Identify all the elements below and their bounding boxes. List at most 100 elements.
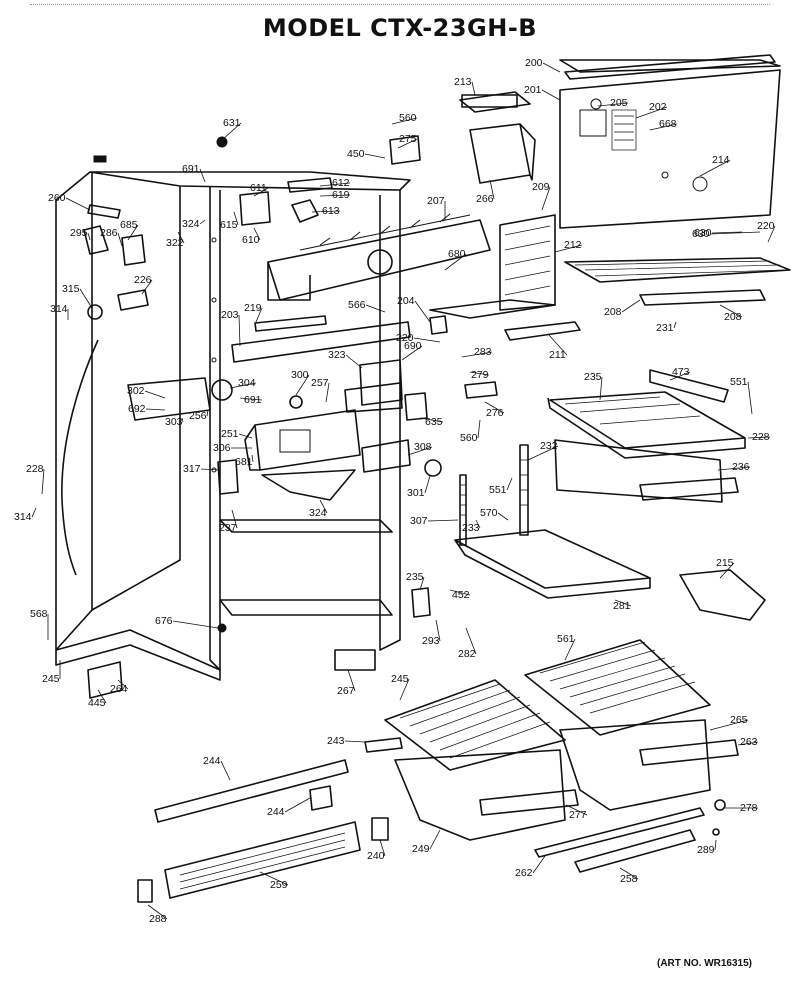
crisper-drawer-right [524, 639, 739, 811]
leader-line [475, 519, 481, 529]
leader-line [65, 197, 91, 211]
part-number-label: 244 [267, 806, 285, 818]
leader-line [484, 401, 505, 414]
part-number-label: 302 [127, 385, 145, 397]
water-line-clip [87, 204, 121, 219]
part-number-label: 275 [399, 133, 417, 145]
leader-line [541, 89, 561, 101]
part-number-label: 473 [672, 366, 690, 378]
leader-line [489, 179, 495, 200]
leader-line [229, 382, 257, 389]
part-number-label: 317 [183, 463, 201, 475]
leader-line [719, 562, 735, 579]
leader-line [429, 829, 441, 850]
leader-line [255, 307, 263, 323]
part-number-label: 615 [220, 219, 238, 231]
meat-keeper-drawer [554, 439, 739, 503]
part-number-label: 263 [740, 736, 758, 748]
leader-line [737, 741, 759, 746]
part-number-label: 630 [692, 228, 710, 240]
leader-line [319, 182, 351, 187]
part-number-label: 277 [569, 809, 587, 821]
part-number-label: 611 [250, 182, 267, 194]
part-number-label: 201 [524, 84, 542, 96]
leader-line [477, 419, 481, 439]
fan-blade [291, 199, 319, 223]
leader-line [427, 519, 459, 522]
part-number-label: 215 [716, 557, 734, 569]
leader-line [344, 740, 366, 743]
leader-line [564, 638, 576, 661]
part-number-label: 264 [110, 683, 128, 695]
part-number-label: 244 [203, 755, 221, 767]
toe-grille [164, 821, 361, 899]
part-number-label: 610 [242, 234, 260, 246]
part-number-label: 300 [291, 369, 309, 381]
part-number-label: 200 [525, 57, 543, 69]
leader-line [141, 279, 153, 295]
leader-line [147, 904, 168, 920]
shelf-rail [504, 321, 581, 341]
control-cover [361, 439, 411, 473]
part-number-label: 685 [120, 219, 138, 231]
part-number-label: 293 [422, 635, 440, 647]
leader-line [469, 371, 490, 376]
leader-line [635, 106, 668, 119]
leader-line [413, 337, 441, 343]
leader-line [714, 839, 717, 851]
part-number-label: 323 [328, 349, 346, 361]
drawer-rail-right [574, 829, 696, 873]
scan-top-edge [30, 0, 770, 5]
leader-line [117, 679, 129, 690]
leader-line [717, 466, 751, 471]
leader-line [231, 509, 238, 529]
part-number-label: 283 [474, 346, 492, 358]
breaker-strip [254, 315, 327, 332]
leader-line [145, 408, 166, 411]
part-number-label: 322 [166, 237, 184, 249]
leader-line [177, 231, 185, 244]
leader-line [407, 446, 433, 456]
leader-line [711, 231, 743, 234]
part-number-label: 691 [244, 394, 262, 406]
leader-line [200, 468, 221, 471]
part-number-label: 233 [462, 522, 480, 534]
hinge-bracket [371, 817, 389, 841]
part-number-label: 560 [399, 112, 417, 124]
part-number-label: 303 [165, 416, 183, 428]
part-number-label: 324 [182, 218, 200, 230]
ice-tray-cover [461, 94, 518, 108]
part-number-label: 680 [448, 248, 466, 260]
part-number-label: 236 [732, 461, 750, 473]
freezer-wire-shelf [564, 257, 791, 306]
leader-line [527, 445, 559, 461]
part-number-label: 211 [549, 349, 566, 361]
base-rail [154, 759, 349, 823]
leader-line [253, 227, 261, 241]
leader-line [435, 619, 441, 642]
air-duct [261, 469, 356, 501]
part-number-label: 551 [730, 376, 748, 388]
part-number-label: 245 [42, 673, 60, 685]
leader-line [325, 382, 330, 403]
part-number-label: 551 [489, 484, 507, 496]
leader-line [284, 797, 311, 813]
part-number-label: 258 [620, 873, 638, 885]
leader-line [401, 345, 423, 361]
bracket-clip [93, 155, 107, 163]
leader-line [365, 304, 386, 313]
part-number-label: 204 [397, 295, 415, 307]
leader-line [542, 62, 561, 73]
part-number-label: 212 [564, 239, 582, 251]
part-number-label: 259 [270, 879, 288, 891]
leader-line [259, 871, 289, 886]
evaporator-cover-panel [559, 59, 781, 229]
leader-line [532, 855, 546, 874]
part-number-label: 214 [712, 154, 730, 166]
part-number-label: 450 [347, 148, 365, 160]
leader-line [414, 300, 431, 323]
leader-line [181, 417, 184, 423]
freezer-shelf-frame [429, 214, 556, 319]
leader-line [79, 288, 93, 309]
leader-line [619, 867, 639, 880]
